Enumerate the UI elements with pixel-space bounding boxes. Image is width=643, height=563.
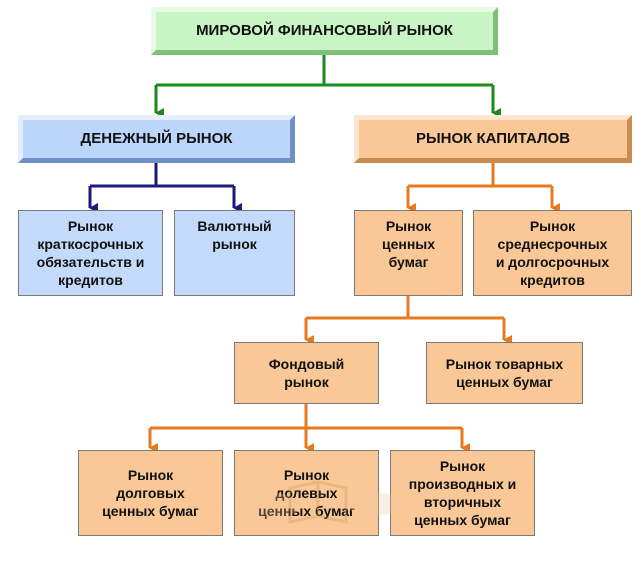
stock-market-label: Фондовый рынок: [268, 356, 345, 390]
capital-market-label: РЫНОК КАПИТАЛОВ: [415, 130, 571, 147]
commodity-securities-label: Рынок товарных ценных бумаг: [445, 356, 564, 390]
orange-connector-securities: [304, 296, 512, 345]
securities-label: Рынок ценных бумаг: [381, 218, 436, 270]
currency-label: Валютный рынок: [197, 218, 272, 252]
equity-securities-label: Рынок долевых ценных бумаг: [258, 467, 355, 519]
debt-securities-label: Рынок долговых ценных бумаг: [102, 467, 199, 519]
mid-long-term-label: Рынок среднесрочных и долгосрочных креди…: [495, 218, 610, 288]
green-connector: [154, 55, 501, 118]
derivative-securities-node: Рынок производных и вторичных ценных бум…: [390, 450, 535, 536]
short-term-node: Рынок краткосрочных обязательств и креди…: [18, 210, 163, 296]
debt-securities-node: Рынок долговых ценных бумаг: [78, 450, 223, 536]
derivative-securities-label: Рынок производных и вторичных ценных бум…: [408, 458, 517, 528]
orange-connector-stock: [148, 404, 470, 453]
root-node: МИРОВОЙ ФИНАНСОВЫЙ РЫНОК: [151, 7, 498, 55]
orange-connector-capital: [406, 163, 560, 213]
capital-market-node: РЫНОК КАПИТАЛОВ: [354, 115, 632, 163]
mid-long-term-node: Рынок среднесрочных и долгосрочных креди…: [473, 210, 632, 296]
short-term-label: Рынок краткосрочных обязательств и креди…: [36, 218, 145, 288]
blue-connector: [88, 163, 242, 213]
stock-market-node: Фондовый рынок: [234, 342, 379, 404]
money-market-node: ДЕНЕЖНЫЙ РЫНОК: [18, 115, 295, 163]
money-market-label: ДЕНЕЖНЫЙ РЫНОК: [80, 130, 233, 147]
currency-node: Валютный рынок: [174, 210, 295, 296]
securities-node: Рынок ценных бумаг: [354, 210, 463, 296]
equity-securities-node: Рынок долевых ценных бумаг: [234, 450, 379, 536]
commodity-securities-node: Рынок товарных ценных бумаг: [426, 342, 583, 404]
root-node-label: МИРОВОЙ ФИНАНСОВЫЙ РЫНОК: [196, 22, 453, 39]
